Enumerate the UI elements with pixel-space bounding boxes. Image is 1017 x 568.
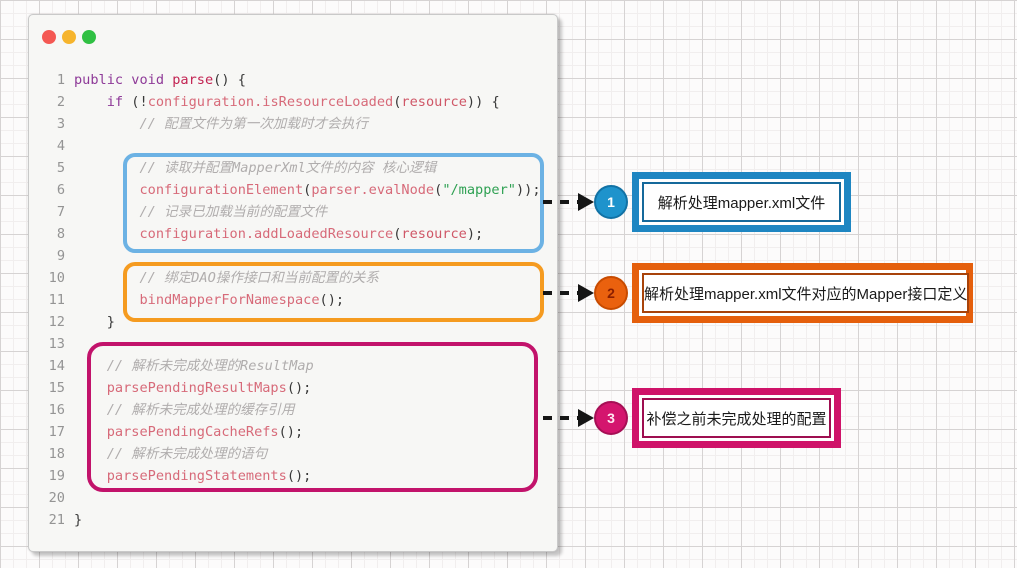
line-number: 13	[48, 336, 65, 352]
callout-label: 解析处理mapper.xml文件对应的Mapper接口定义	[644, 285, 968, 303]
dashed-connector-line	[543, 200, 578, 204]
code-text: // 读取并配置MapperXml文件的内容 核心逻辑	[139, 160, 437, 176]
callout-1: 1 解析处理mapper.xml文件	[543, 172, 851, 232]
code-line: 7 // 记录已加载当前的配置文件	[39, 201, 541, 223]
callout-label: 解析处理mapper.xml文件	[657, 194, 826, 212]
dashed-connector-line	[543, 416, 578, 420]
step-number: 2	[607, 285, 615, 301]
step-circle-1: 1	[594, 185, 628, 219]
arrowhead-icon	[578, 284, 594, 302]
code-line: 9	[39, 245, 541, 267]
highlight-box-pending-compensate	[87, 342, 538, 492]
code-line: 14 // 解析未完成处理的ResultMap	[39, 355, 541, 377]
line-number: 19	[48, 468, 65, 484]
line-number: 20	[48, 490, 65, 506]
code-line: 2 if (!configuration.isResourceLoaded(re…	[39, 91, 541, 113]
code-text: // 配置文件为第一次加载时才会执行	[139, 116, 368, 132]
code-editor-window: 1 public void parse() { 2 if (!configurati…	[28, 14, 558, 552]
line-number: 8	[56, 226, 65, 242]
code-text: parsePendingCacheRefs();	[106, 424, 304, 440]
code-text: parsePendingResultMaps();	[106, 380, 312, 396]
code-line: 5 // 读取并配置MapperXml文件的内容 核心逻辑	[39, 157, 541, 179]
code-text: if (!configuration.isResourceLoaded(reso…	[106, 94, 500, 110]
code-line: 4	[39, 135, 541, 157]
line-number: 1	[56, 72, 65, 88]
code-line: 1 public void parse() {	[39, 69, 541, 91]
code-area: 1 public void parse() { 2 if (!configurati…	[39, 69, 541, 531]
callout-label-box-2: 解析处理mapper.xml文件对应的Mapper接口定义	[632, 263, 973, 323]
line-number: 16	[48, 402, 65, 418]
code-line: 18 // 解析未完成处理的语句	[39, 443, 541, 465]
line-number: 3	[56, 116, 65, 132]
code-line: 13	[39, 333, 541, 355]
callout-label: 补偿之前未完成处理的配置	[646, 410, 827, 428]
line-number: 11	[48, 292, 65, 308]
line-number: 21	[48, 512, 65, 528]
highlight-box-bind-namespace	[123, 262, 544, 322]
code-line: 12 }	[39, 311, 541, 333]
code-text: // 绑定DAO操作接口和当前配置的关系	[139, 270, 379, 286]
line-number: 18	[48, 446, 65, 462]
step-circle-2: 2	[594, 276, 628, 310]
code-text: bindMapperForNamespace();	[139, 292, 345, 308]
line-number: 6	[56, 182, 65, 198]
code-line: 3 // 配置文件为第一次加载时才会执行	[39, 113, 541, 135]
step-circle-3: 3	[594, 401, 628, 435]
code-line: 21}	[39, 509, 541, 531]
window-controls	[42, 30, 96, 44]
line-number: 2	[56, 94, 65, 110]
code-text: // 解析未完成处理的ResultMap	[106, 358, 314, 374]
minimize-button-icon[interactable]	[62, 30, 76, 44]
code-text: }	[74, 314, 115, 330]
code-text: // 解析未完成处理的语句	[106, 446, 268, 462]
code-text: // 解析未完成处理的缓存引用	[106, 402, 295, 418]
step-number: 3	[607, 410, 615, 426]
line-number: 4	[56, 138, 65, 154]
code-line: 6 configurationElement(parser.evalNode("…	[39, 179, 541, 201]
callout-label-box-3: 补偿之前未完成处理的配置	[632, 388, 841, 448]
line-number: 10	[48, 270, 65, 286]
code-text: public void parse() {	[74, 72, 246, 88]
code-line: 16 // 解析未完成处理的缓存引用	[39, 399, 541, 421]
line-number: 15	[48, 380, 65, 396]
arrowhead-icon	[578, 193, 594, 211]
callout-label-box-1: 解析处理mapper.xml文件	[632, 172, 851, 232]
arrowhead-icon	[578, 409, 594, 427]
line-number: 5	[56, 160, 65, 176]
code-line: 19 parsePendingStatements();	[39, 465, 541, 487]
line-number: 7	[56, 204, 65, 220]
highlight-box-parse-mapper-xml	[123, 153, 544, 253]
zoom-button-icon[interactable]	[82, 30, 96, 44]
code-text: parsePendingStatements();	[106, 468, 312, 484]
step-number: 1	[607, 194, 615, 210]
close-button-icon[interactable]	[42, 30, 56, 44]
dashed-connector-line	[543, 291, 578, 295]
callout-3: 3 补偿之前未完成处理的配置	[543, 388, 841, 448]
callout-2: 2 解析处理mapper.xml文件对应的Mapper接口定义	[543, 263, 973, 323]
code-text: // 记录已加载当前的配置文件	[139, 204, 328, 220]
code-text: configuration.addLoadedResource(resource…	[139, 226, 484, 242]
code-text: configurationElement(parser.evalNode("/m…	[139, 182, 541, 198]
line-number: 12	[48, 314, 65, 330]
code-text: }	[74, 512, 83, 528]
code-line: 15 parsePendingResultMaps();	[39, 377, 541, 399]
line-number: 17	[48, 424, 65, 440]
code-line: 11 bindMapperForNamespace();	[39, 289, 541, 311]
code-line: 17 parsePendingCacheRefs();	[39, 421, 541, 443]
code-line: 20	[39, 487, 541, 509]
line-number: 14	[48, 358, 65, 374]
code-line: 10 // 绑定DAO操作接口和当前配置的关系	[39, 267, 541, 289]
line-number: 9	[56, 248, 65, 264]
code-line: 8 configuration.addLoadedResource(resour…	[39, 223, 541, 245]
